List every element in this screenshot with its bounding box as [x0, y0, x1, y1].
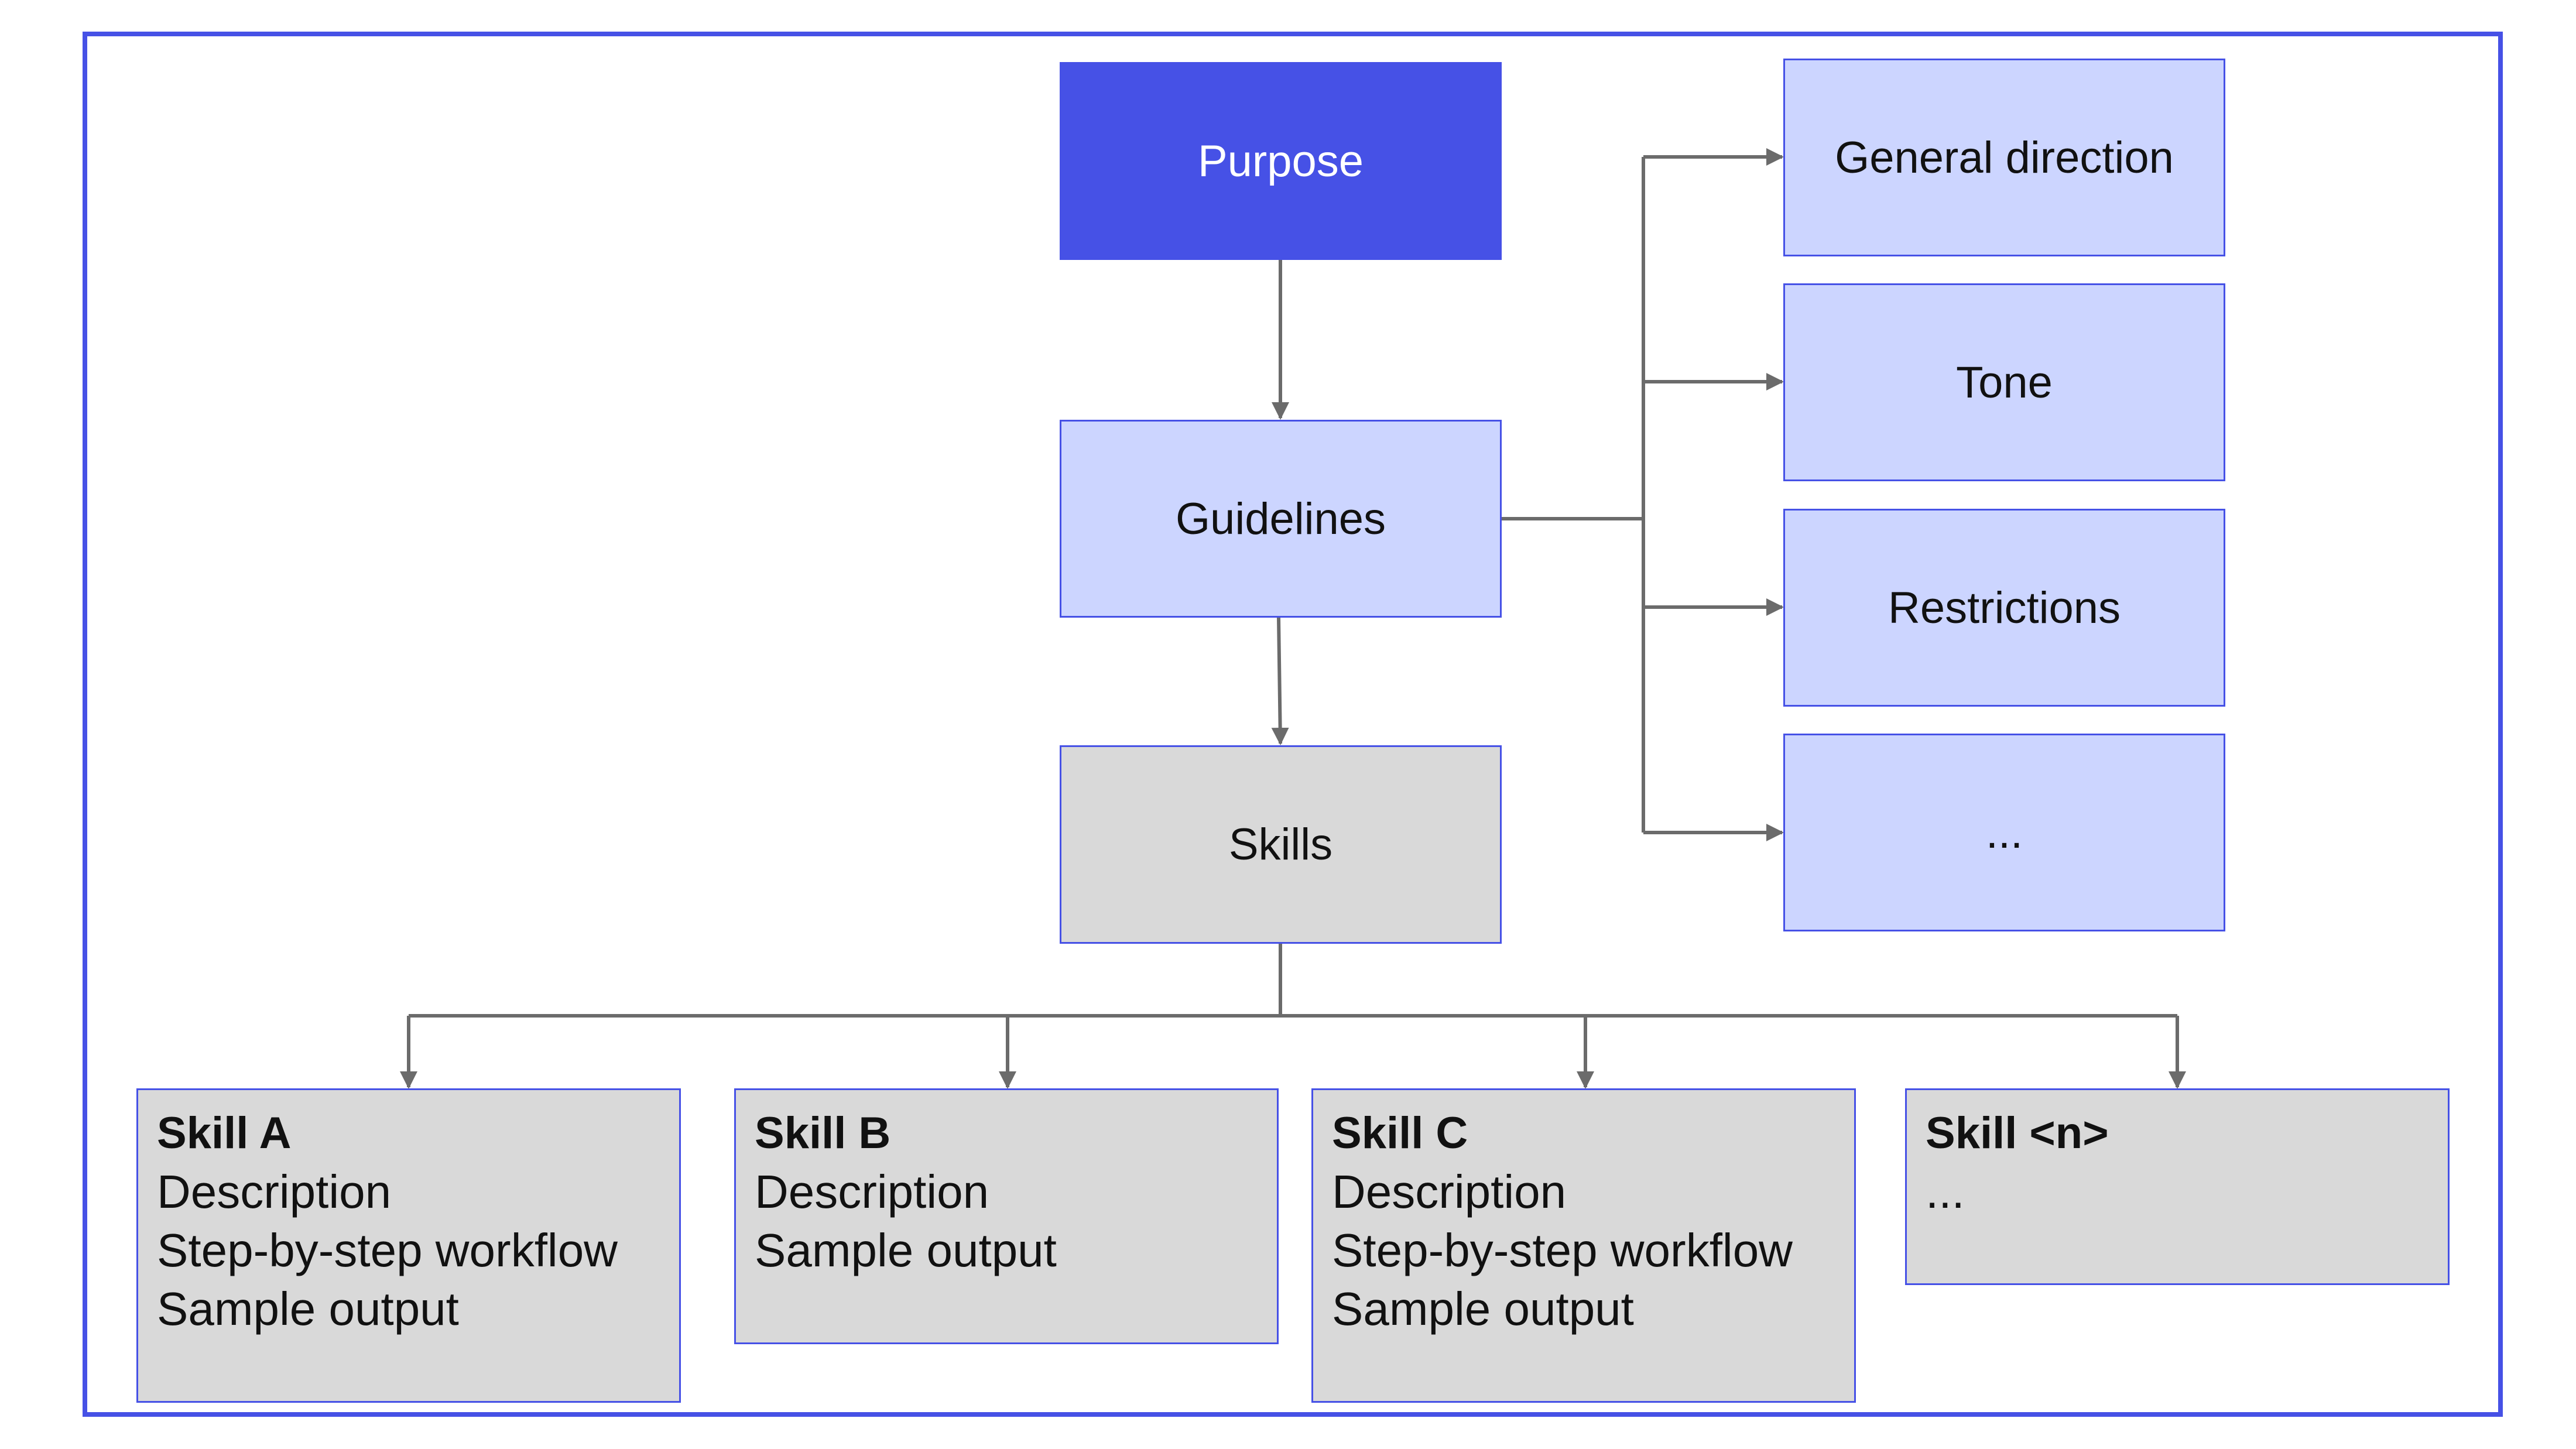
skills-label: Skills	[1228, 820, 1333, 869]
skill-card-line: Description	[1332, 1166, 1567, 1218]
guideline-item-label: Restrictions	[1888, 583, 2121, 633]
skill-card-title: Skill B	[755, 1108, 891, 1158]
guidelines-to-skills-arrow	[1271, 617, 1289, 745]
skills-node: Skills	[1060, 745, 1502, 944]
purpose-label: Purpose	[1197, 136, 1364, 186]
skill-card-n: Skill <n> ...	[1905, 1088, 2450, 1285]
skill-card-c: Skill C Description Step-by-step workflo…	[1311, 1088, 1856, 1403]
skill-card-line: Description	[755, 1166, 989, 1218]
guideline-more: ...	[1783, 734, 2225, 931]
skill-card-title: Skill A	[157, 1108, 292, 1158]
diagram-frame	[83, 32, 2503, 1417]
guideline-restrictions: Restrictions	[1783, 509, 2225, 707]
skill-card-line: Sample output	[1332, 1283, 1634, 1335]
purpose-node: Purpose	[1060, 62, 1502, 260]
skill-card-title: Skill <n>	[1926, 1108, 2109, 1158]
guidelines-label: Guidelines	[1175, 494, 1386, 544]
skill-card-line: Sample output	[755, 1224, 1057, 1276]
skill-card-line: Step-by-step workflow	[157, 1224, 618, 1276]
skill-card-a: Skill A Description Step-by-step workflo…	[136, 1088, 681, 1403]
skill-card-line: ...	[1926, 1166, 1965, 1218]
guideline-item-label: Tone	[1956, 357, 2053, 407]
skill-card-title: Skill C	[1332, 1108, 1468, 1158]
guideline-item-label: ...	[1985, 807, 2023, 858]
guidelines-node: Guidelines	[1060, 420, 1502, 618]
guideline-item-label: General direction	[1835, 132, 2174, 183]
skill-card-b: Skill B Description Sample output	[734, 1088, 1279, 1344]
skill-card-line: Step-by-step workflow	[1332, 1224, 1793, 1276]
guideline-general-direction: General direction	[1783, 59, 2225, 256]
guideline-tone: Tone	[1783, 283, 2225, 481]
skill-card-line: Description	[157, 1166, 392, 1218]
skill-card-line: Sample output	[157, 1283, 459, 1335]
